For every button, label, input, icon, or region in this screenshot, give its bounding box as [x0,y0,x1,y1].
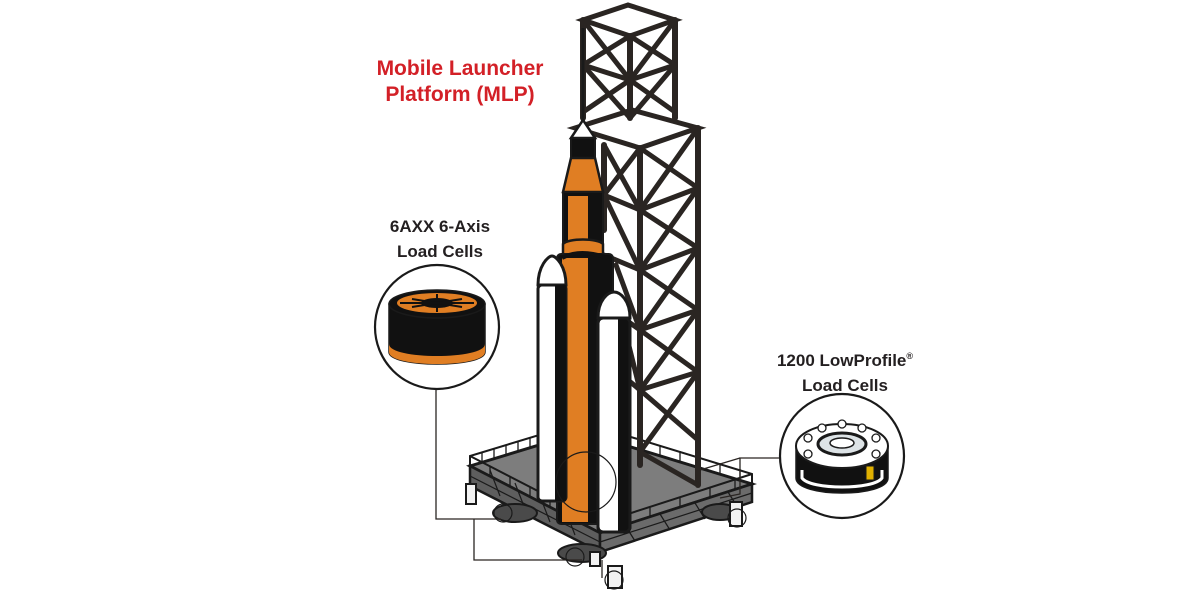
registered-mark: ® [906,351,914,361]
six-axis-label-line2: Load Cells [397,242,483,261]
six-axis-label-line1: 6AXX 6-Axis [389,217,491,236]
low-profile-load-cell-bubble [778,392,906,520]
low-profile-label-line2: Load Cells [802,376,888,395]
low-profile-label-line1: 1200 LowProfile® [755,344,935,373]
low-profile-name: 1200 LowProfile [776,351,907,370]
six-axis-load-cell-bubble [373,263,501,391]
launch-tower [566,2,707,488]
low-profile-label: 1200 LowProfile® Load Cells [755,344,935,398]
mlp-title-line2: Platform (MLP) [385,83,535,106]
sensor-markers [493,451,747,590]
mlp-title: Mobile Launcher Platform (MLP) [360,56,560,108]
mlp-title-line1: Mobile Launcher [376,57,544,80]
leader-lines [435,388,783,578]
six-axis-label: 6AXX 6-Axis Load Cells [355,214,525,264]
